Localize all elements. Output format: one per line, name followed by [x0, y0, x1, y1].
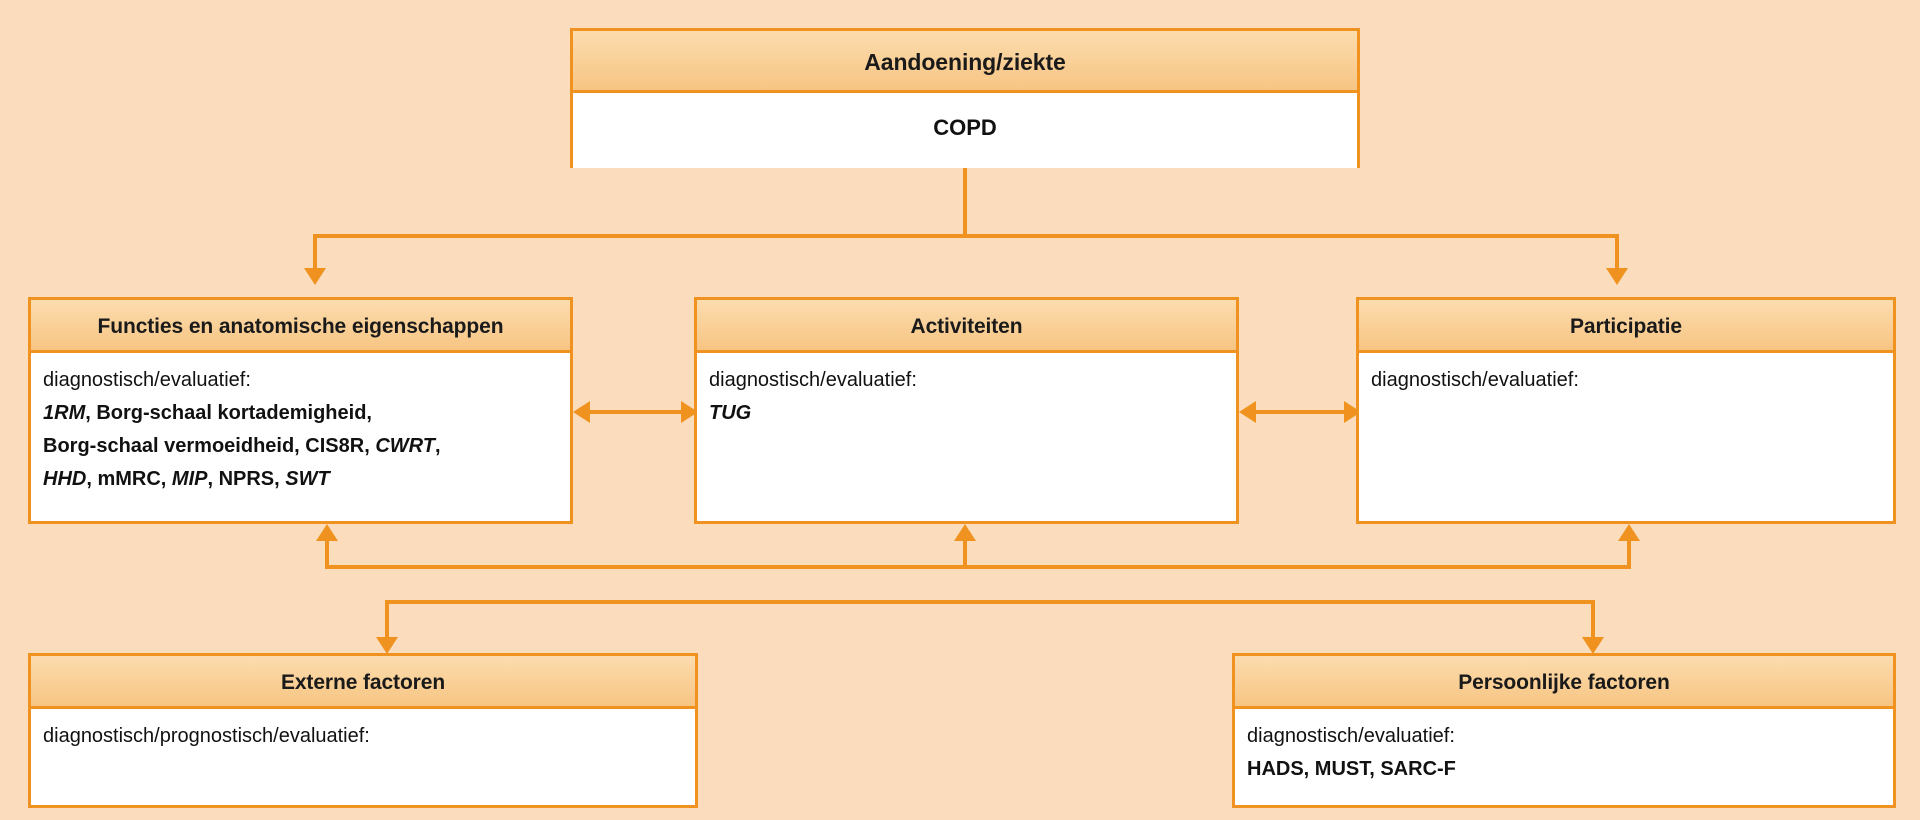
box-condition[interactable]: Aandoening/ziekte COPD [570, 28, 1360, 168]
box-personal-factors-instruments: HADS, MUST, SARC-F [1247, 758, 1456, 780]
instrument-1rm: 1RM [43, 402, 86, 424]
box-activities[interactable]: Activiteiten diagnostisch/evaluatief: TU… [694, 297, 1239, 524]
box-condition-value: COPD [933, 115, 997, 140]
connector-functions-activities [586, 410, 681, 414]
arrow-bus-to-participation [1606, 268, 1628, 285]
connector-lower-bus-a [325, 565, 1631, 569]
box-condition-header: Aandoening/ziekte [573, 31, 1357, 93]
box-activities-header: Activiteiten [697, 300, 1236, 353]
box-functions-line-4-s1: , mMRC, [86, 468, 172, 490]
connector-lower-bus-b-right-drop [1591, 600, 1595, 641]
box-activities-body: diagnostisch/evaluatief: TUG [697, 353, 1236, 521]
arrow-bus-to-external [376, 637, 398, 654]
arrow-functions-activities-right [681, 401, 698, 423]
arrow-activities-participation-left [1239, 401, 1256, 423]
connector-lower-bus-b [385, 600, 1595, 604]
box-external-factors[interactable]: Externe factoren diagnostisch/prognostis… [28, 653, 698, 808]
instrument-mip: MIP [171, 468, 208, 490]
box-condition-body: COPD [573, 93, 1357, 168]
instrument-tug: TUG [709, 402, 752, 424]
box-external-factors-body: diagnostisch/prognostisch/evaluatief: [31, 709, 695, 805]
box-functions-line-4: HHD, mMRC, MIP, NPRS, SWT [43, 463, 558, 496]
arrow-bus-to-personal [1582, 637, 1604, 654]
arrow-functions-activities-left [573, 401, 590, 423]
box-external-factors-header: Externe factoren [31, 656, 695, 709]
connector-lower-bus-a-left-rise [325, 540, 329, 569]
box-functions-line-2: 1RM, Borg-schaal kortademigheid, [43, 397, 558, 430]
box-personal-factors[interactable]: Persoonlijke factoren diagnostisch/evalu… [1232, 653, 1896, 808]
box-functions[interactable]: Functies en anatomische eigenschappen di… [28, 297, 573, 524]
instrument-hhd: HHD [43, 468, 87, 490]
box-functions-line-3-tail: , [434, 435, 441, 457]
box-participation-line-1: diagnostisch/evaluatief: [1371, 369, 1579, 391]
arrow-bus-to-functions-up [316, 524, 338, 541]
box-participation[interactable]: Participatie diagnostisch/evaluatief: [1356, 297, 1896, 524]
connector-top-bus [313, 234, 1619, 238]
connector-lower-bus-a-mid-rise [963, 540, 967, 569]
arrow-bus-to-participation-up [1618, 524, 1640, 541]
arrow-bus-to-activities-up [954, 524, 976, 541]
connector-activities-to-condition-line [963, 150, 967, 238]
box-activities-line-1: diagnostisch/evaluatief: [709, 369, 917, 391]
box-functions-header: Functies en anatomische eigenschappen [31, 300, 570, 353]
box-participation-body: diagnostisch/evaluatief: [1359, 353, 1893, 521]
connector-lower-bus-b-left-drop [385, 600, 389, 641]
instrument-swt: SWT [285, 468, 330, 490]
arrow-bus-to-functions [304, 268, 326, 285]
box-functions-line-1: diagnostisch/evaluatief: [43, 369, 251, 391]
box-functions-line-2-rest: , Borg-schaal kortademigheid, [85, 402, 372, 424]
box-personal-factors-line-1: diagnostisch/evaluatief: [1247, 725, 1455, 747]
instrument-cwrt: CWRT [375, 435, 435, 457]
box-participation-header: Participatie [1359, 300, 1893, 353]
box-personal-factors-body: diagnostisch/evaluatief: HADS, MUST, SAR… [1235, 709, 1893, 805]
connector-top-bus-right-drop [1615, 234, 1619, 272]
box-functions-line-3-lead: Borg-schaal vermoeidheid, CIS8R, [43, 435, 376, 457]
box-external-factors-line-1: diagnostisch/prognostisch/evaluatief: [43, 725, 370, 747]
connector-lower-bus-a-right-rise [1627, 540, 1631, 569]
box-personal-factors-header: Persoonlijke factoren [1235, 656, 1893, 709]
box-functions-line-4-s2: , NPRS, [207, 468, 286, 490]
box-functions-body: diagnostisch/evaluatief: 1RM, Borg-schaa… [31, 353, 570, 521]
connector-top-bus-left-drop [313, 234, 317, 272]
connector-activities-participation [1252, 410, 1344, 414]
box-functions-line-3: Borg-schaal vermoeidheid, CIS8R, CWRT, [43, 430, 558, 463]
